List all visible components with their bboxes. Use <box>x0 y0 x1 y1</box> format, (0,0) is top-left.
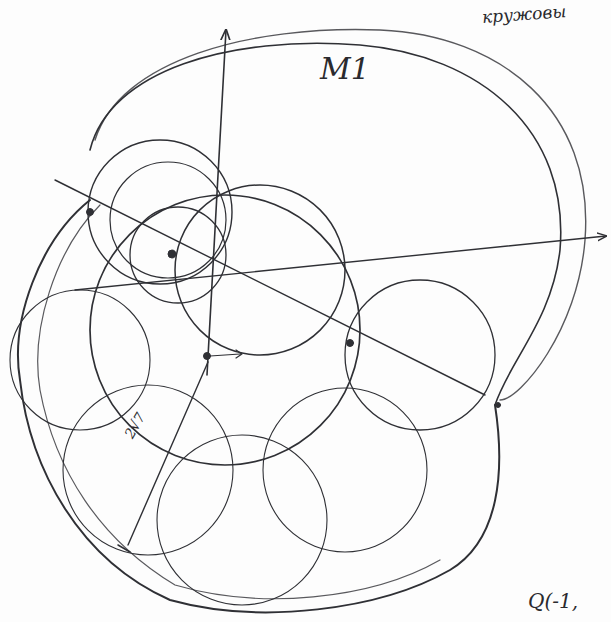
handwritten-note: 2√7 <box>122 410 149 441</box>
handwritten-note: кружовы <box>481 2 566 27</box>
handwritten-note: Q(-1, <box>528 590 578 612</box>
handwritten-note: M1 <box>320 52 370 85</box>
